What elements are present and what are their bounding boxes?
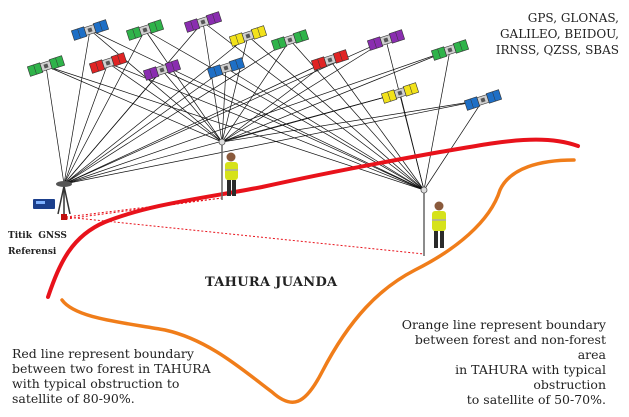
satellite-icon [310, 49, 350, 71]
signal-line [221, 39, 291, 143]
surveyor-icon [432, 201, 446, 248]
signal-line [399, 92, 425, 191]
satellite-icon [70, 19, 110, 41]
signal-line [63, 67, 227, 185]
satellite-signal-lines [45, 21, 484, 191]
note-line: Red line represent boundary [12, 346, 194, 361]
satellite-icon [183, 11, 223, 33]
signal-line [63, 39, 387, 185]
note-line: satellite of 80-90%. [12, 391, 135, 406]
signal-line [63, 99, 484, 185]
signal-line [225, 67, 425, 191]
signal-line [45, 65, 65, 185]
signal-line [221, 67, 227, 143]
signal-line [63, 29, 91, 185]
note-line: between forest and non-forest area [414, 332, 606, 362]
signal-line [202, 21, 223, 143]
signal-line [63, 62, 109, 185]
note-line: between two forest in TAHURA [12, 361, 211, 376]
signal-line [289, 39, 425, 191]
satellite-icon [142, 59, 182, 81]
signal-line [221, 35, 249, 143]
signal-line [423, 99, 484, 191]
gnss-base-station-icon [33, 181, 72, 220]
note-line: Orange line represent boundary [401, 317, 606, 332]
signal-line [63, 21, 204, 185]
signal-line [221, 92, 401, 143]
surveyor-icon [225, 152, 238, 196]
constellation-list: GPS, GLONAS, GALILEO, BEIDOU, IRNSS, QZS… [429, 10, 619, 58]
satellite-icon [463, 89, 503, 111]
signal-line [221, 39, 387, 143]
constellation-line: GPS, GLONAS, [527, 11, 619, 25]
signal-line [144, 29, 425, 191]
constellation-line: GALILEO, BEIDOU, [499, 27, 619, 41]
reference-label-line: Referensi [8, 247, 57, 257]
gnss-rover-pole-icon [420, 186, 428, 256]
signal-line [221, 59, 331, 143]
signal-line [63, 35, 249, 185]
signal-line [144, 29, 223, 143]
signal-line [329, 59, 425, 191]
orange-boundary-line [60, 158, 576, 404]
satellite-icon [88, 52, 128, 74]
signal-line [63, 39, 291, 185]
satellites [26, 11, 503, 111]
signal-line [45, 65, 425, 191]
signal-line [247, 35, 425, 191]
satellite-icon [430, 39, 470, 61]
orange-line-note: Orange line represent boundary between f… [384, 317, 606, 407]
red-line-note: Red line represent boundary between two … [12, 346, 217, 406]
signal-line [45, 65, 223, 143]
signal-line [107, 62, 425, 191]
reference-point-label: Titik GNSS Referensi [8, 228, 78, 260]
satellite-icon [125, 19, 165, 41]
area-title: TAHURA JUANDA [205, 275, 338, 290]
gnss-rover-pole-icon [218, 138, 226, 200]
satellite-icon [26, 55, 66, 77]
reference-baselines [65, 197, 425, 255]
satellite-icon [228, 25, 268, 47]
satellite-icon [270, 29, 310, 51]
signal-line [221, 99, 484, 143]
satellite-icon [380, 82, 420, 104]
satellite-icon [206, 57, 246, 79]
signal-line [161, 69, 425, 191]
signal-line [63, 49, 451, 185]
signal-line [63, 59, 331, 185]
red-boundary-line [46, 137, 580, 299]
signal-line [161, 69, 223, 143]
note-line: in TAHURA with typical obstruction [455, 362, 606, 392]
signal-line [221, 49, 451, 143]
signal-line [63, 29, 146, 185]
note-line: to satellite of 50-70%. [466, 392, 606, 407]
signal-line [423, 49, 451, 191]
reference-label-line: Titik GNSS [8, 231, 67, 241]
note-line: with typical obstruction to [12, 376, 180, 391]
satellite-icon [366, 29, 406, 51]
constellation-line: IRNSS, QZSS, SBAS [495, 43, 619, 57]
